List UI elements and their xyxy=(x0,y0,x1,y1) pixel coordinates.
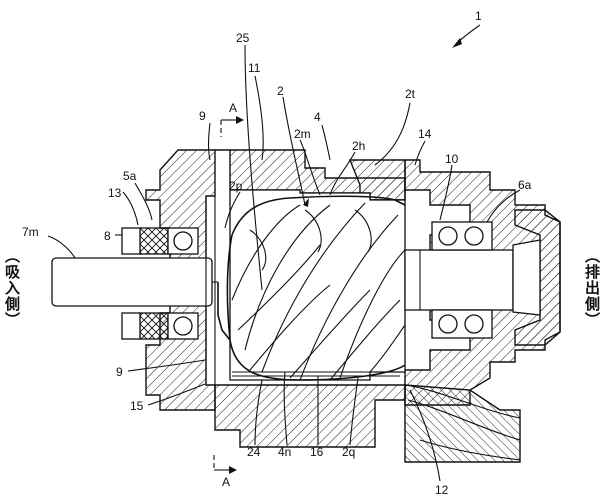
ref-7m: 7m xyxy=(22,225,39,239)
bearing-left-bottom xyxy=(139,312,169,340)
section-line-a xyxy=(213,116,244,474)
ref-2p: 2p xyxy=(229,179,243,193)
end-cap xyxy=(514,209,561,346)
screw-rotor xyxy=(217,195,406,381)
ref-2h: 2h xyxy=(352,139,365,153)
ref-14: 14 xyxy=(418,127,432,141)
ref-11: 11 xyxy=(248,61,261,75)
ref-2q: 2q xyxy=(342,445,355,459)
discharge-port xyxy=(404,384,521,463)
ref-6a: 6a xyxy=(518,178,532,192)
suction-side-label: （吸入側） xyxy=(3,248,21,328)
ref-9-top: 9 xyxy=(199,109,206,123)
ref-25: 25 xyxy=(236,31,250,45)
bearing-left-top xyxy=(139,227,169,255)
ref-9-bottom: 9 xyxy=(116,365,123,379)
ref-A-top: A xyxy=(229,101,237,115)
shaft xyxy=(51,257,213,307)
ref-5a: 5a xyxy=(123,169,137,183)
rotor-chamber xyxy=(229,189,406,381)
ref-A-bottom: A xyxy=(222,475,230,489)
ref-24: 24 xyxy=(247,445,261,459)
ref-12: 12 xyxy=(435,483,449,497)
ref-1: 1 xyxy=(475,9,482,23)
ref-10: 10 xyxy=(445,152,459,166)
ref-16: 16 xyxy=(310,445,324,459)
discharge-side-label: （排出側） xyxy=(583,248,601,328)
ref-2t: 2t xyxy=(405,87,416,101)
casing-bottom xyxy=(214,384,406,448)
ref-2: 2 xyxy=(277,84,284,98)
leader-lines xyxy=(47,44,521,482)
ref-4n: 4n xyxy=(278,445,291,459)
ref-13: 13 xyxy=(108,186,122,200)
ref-8: 8 xyxy=(104,229,111,243)
ref-15: 15 xyxy=(130,399,144,413)
ref-2m: 2m xyxy=(294,127,311,141)
ref-4: 4 xyxy=(314,110,321,124)
